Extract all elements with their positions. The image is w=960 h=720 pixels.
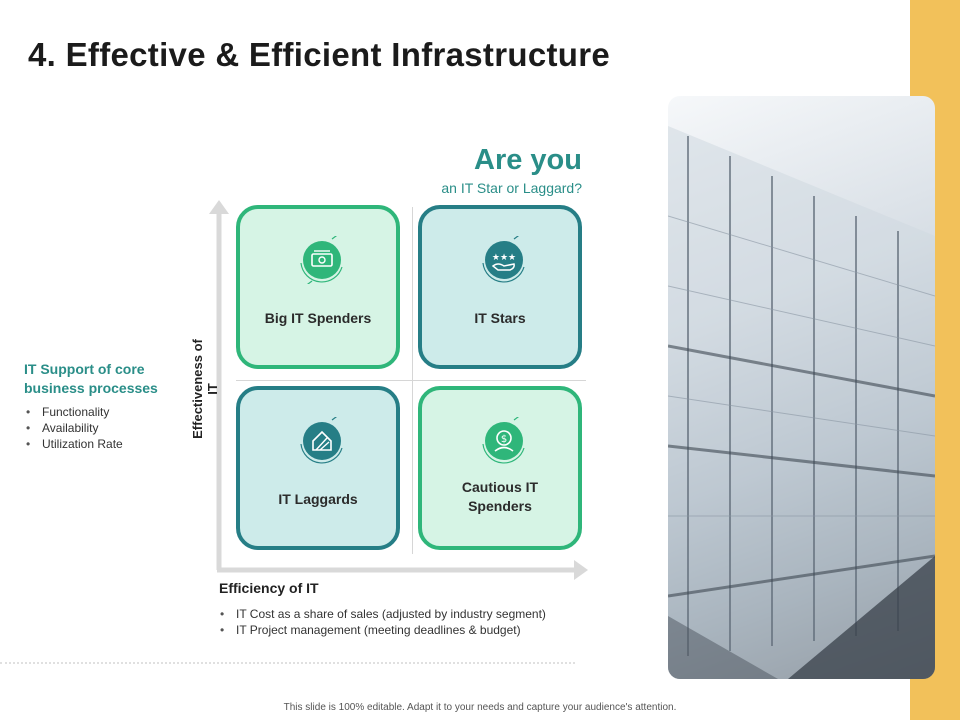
svg-text:$: $ xyxy=(501,434,507,445)
y-axis-label: Effectiveness of IT xyxy=(190,334,220,444)
list-item: IT Cost as a share of sales (adjusted by… xyxy=(218,606,598,622)
quadrant-it-stars: ★★★ IT Stars xyxy=(418,205,582,369)
dotted-divider xyxy=(0,662,575,664)
x-axis-label: Efficiency of IT xyxy=(219,580,319,596)
list-item: Functionality xyxy=(24,404,194,420)
stars-hand-icon: ★★★ xyxy=(480,236,528,284)
efficiency-list: IT Cost as a share of sales (adjusted by… xyxy=(218,606,598,638)
dollar-person-icon: $ xyxy=(480,417,528,465)
core-processes-list: Functionality Availability Utilization R… xyxy=(24,404,194,452)
x-axis-arrow xyxy=(574,560,588,580)
house-hand-icon xyxy=(298,417,346,465)
svg-text:★★★: ★★★ xyxy=(492,253,516,263)
quadrant-label: IT Laggards xyxy=(246,490,390,509)
quadrant-it-laggards: IT Laggards xyxy=(236,386,400,550)
footer-note: This slide is 100% editable. Adapt it to… xyxy=(0,702,960,713)
quadrant-label: Big IT Spenders xyxy=(246,309,390,328)
list-item: IT Project management (meeting deadlines… xyxy=(218,622,598,638)
core-processes-title: IT Support of core business processes xyxy=(24,360,194,398)
quadrant-big-it-spenders: Big IT Spenders xyxy=(236,205,400,369)
list-item: Availability xyxy=(24,420,194,436)
quadrant-label: IT Stars xyxy=(428,309,572,328)
list-item: Utilization Rate xyxy=(24,436,194,452)
quadrant-cautious-it-spenders: $ Cautious IT Spenders xyxy=(418,386,582,550)
quadrant-divider-horizontal xyxy=(236,380,586,381)
core-processes-panel: IT Support of core business processes Fu… xyxy=(24,360,194,452)
quadrant-label: Cautious IT Spenders xyxy=(428,478,572,516)
money-icon xyxy=(298,236,346,284)
y-axis-arrow xyxy=(209,200,229,214)
